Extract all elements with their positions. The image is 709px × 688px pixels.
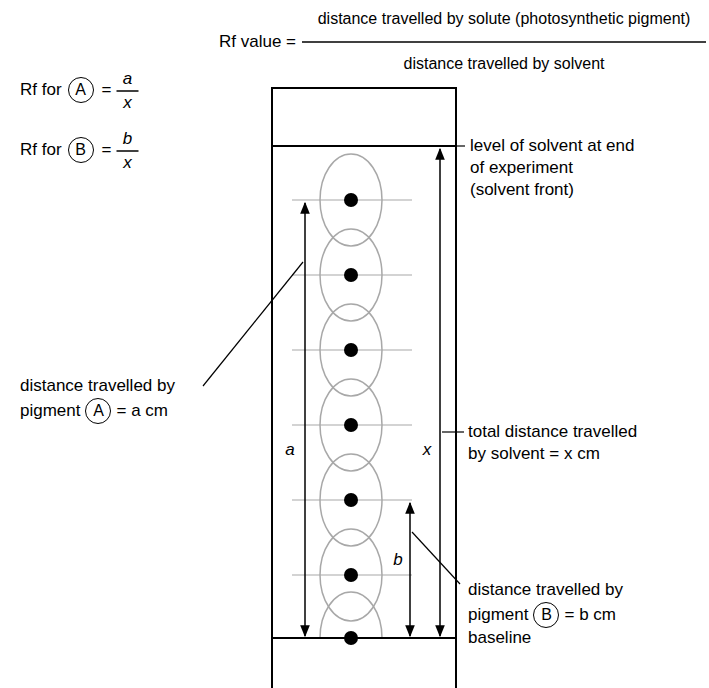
fraction-bar: [117, 150, 139, 152]
fraction-bars: [117, 91, 139, 151]
baseline-line: [272, 637, 456, 639]
distance-arrow: [409, 503, 411, 636]
label-text: x: [423, 439, 432, 461]
leader-lines: [203, 146, 465, 584]
label-text: distance travelled by solute (photosynth…: [318, 8, 691, 30]
label-text: baseline: [468, 627, 531, 649]
label-text: distance travelled by solvent: [404, 53, 605, 75]
pigment-circle: A: [68, 77, 94, 103]
label-text: Rf for: [20, 139, 62, 161]
label-text: x: [123, 152, 132, 174]
label-text: =: [102, 79, 112, 101]
label-text: level of solvent at end of experiment (s…: [470, 135, 635, 201]
label-text: = b cm: [564, 604, 616, 626]
pigment-circle: B: [68, 137, 94, 163]
solvent-front: [272, 145, 456, 147]
label-text: total distance travelled by solvent = x …: [468, 421, 658, 465]
label-text: =: [102, 139, 112, 161]
pigment-spots: [320, 154, 382, 638]
label-text: = a cm: [116, 400, 168, 422]
distance-arrow: [304, 203, 306, 636]
fraction-bar: [117, 90, 139, 92]
pigment-circle: B: [533, 602, 559, 628]
pigment-letter: A: [75, 82, 86, 98]
label-text: x: [123, 92, 132, 114]
label-text: distance travelled by: [20, 375, 175, 397]
grid-lines: [292, 200, 412, 575]
label-text: a: [285, 439, 294, 461]
pigment-letter: B: [75, 142, 86, 158]
pigment-circle: A: [85, 398, 111, 424]
label-text: b: [393, 549, 402, 571]
pigment-letter: A: [93, 403, 104, 419]
pigment-dots: [344, 193, 358, 645]
paper-strip: [272, 88, 456, 688]
label-text: pigment: [468, 604, 528, 626]
label-text: Rf value =: [219, 31, 296, 53]
label-text: Rf for: [20, 79, 62, 101]
label-text: b: [123, 128, 132, 150]
fraction-bar: [302, 41, 706, 43]
label-text: pigment: [20, 400, 80, 422]
pigment-letter: B: [541, 607, 552, 623]
label-text: distance travelled by: [468, 579, 623, 601]
label-text: a: [123, 68, 132, 90]
